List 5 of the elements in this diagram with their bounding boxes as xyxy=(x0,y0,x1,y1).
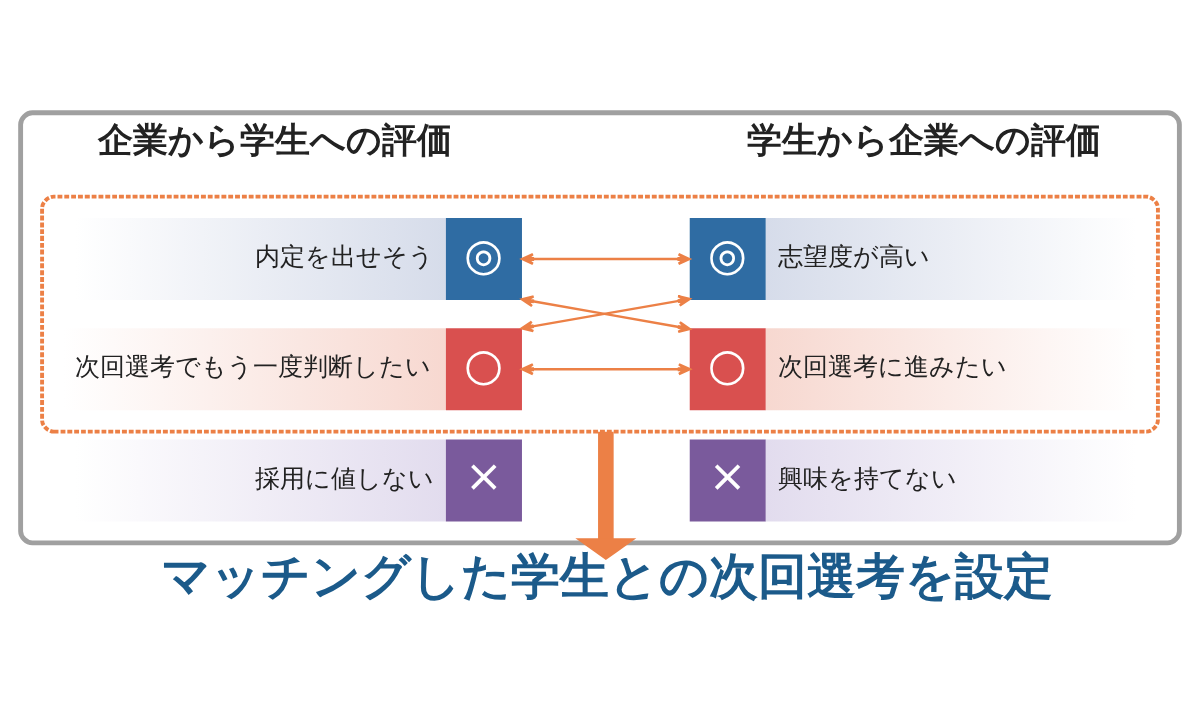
cluster xyxy=(40,194,1160,434)
arrow xyxy=(575,431,637,561)
arrow xyxy=(520,363,691,376)
arrow xyxy=(520,252,691,266)
node-text: マッチングした学生との次回選考を設定 xyxy=(160,547,1053,604)
